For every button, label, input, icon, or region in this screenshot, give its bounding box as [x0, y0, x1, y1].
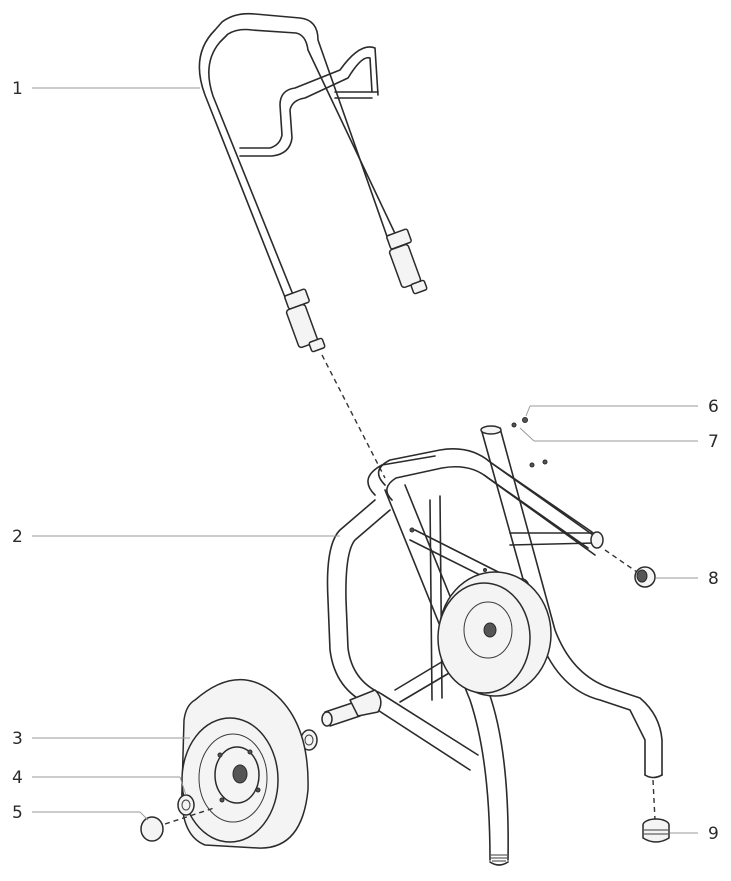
rear-wheel — [437, 571, 552, 697]
assembly-line-handle — [321, 354, 386, 479]
end-cap-part — [604, 549, 656, 588]
leader-lines — [32, 87, 698, 834]
hub-cap-part — [140, 816, 164, 842]
wheel-part — [181, 678, 309, 849]
handle-part — [198, 12, 428, 353]
callout-7: 7 — [708, 432, 719, 452]
callout-2: 2 — [12, 527, 23, 547]
callout-6: 6 — [708, 397, 719, 417]
callout-3: 3 — [12, 729, 23, 749]
callout-5: 5 — [12, 803, 23, 823]
callout-1: 1 — [12, 79, 23, 99]
wheel-washer-part — [177, 794, 195, 816]
callout-9: 9 — [708, 824, 719, 844]
axle-part — [321, 689, 382, 727]
foot-cap-part — [642, 779, 670, 843]
callout-8: 8 — [708, 569, 719, 589]
frame-part — [326, 425, 663, 866]
screw-part-7 — [511, 422, 517, 428]
screw-part-6 — [522, 417, 528, 423]
callout-4: 4 — [12, 768, 23, 788]
